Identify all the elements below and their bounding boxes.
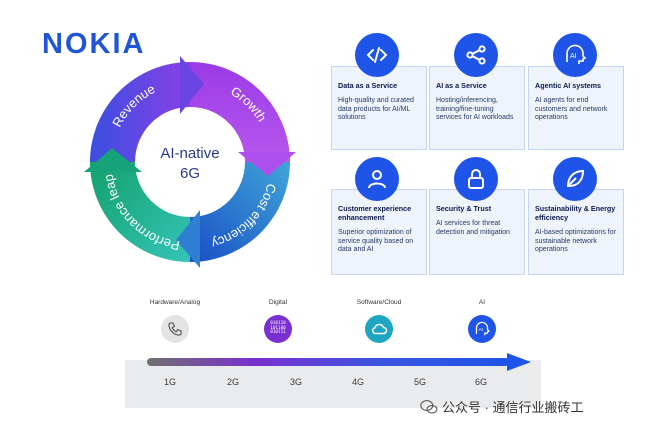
binary-icon: 010110 101100 010111: [264, 315, 292, 343]
generation-label-5g: 5G: [413, 377, 426, 387]
card-description: AI agents for end customers and network …: [535, 97, 608, 122]
performance-leap-segment: [90, 162, 190, 262]
card-data-as-a-service: Data as a Service High-quality and curat…: [331, 66, 427, 150]
card-title: Agentic AI systems: [535, 81, 602, 90]
card-title: AI as a Service: [436, 81, 487, 90]
wechat-icon: [420, 399, 438, 414]
card-description: AI services for threat detection and mit…: [436, 220, 510, 236]
cost-efficiency-segment: [190, 162, 290, 262]
era-label-digital: Digital: [268, 299, 288, 306]
center-title-line2: 6G: [180, 165, 200, 182]
cloud-icon: [365, 315, 393, 343]
card-title: Customer experience enhancement: [338, 204, 412, 222]
card-title: Security & Trust: [436, 204, 492, 213]
card-customer-experience: Customer experience enhancement Superior…: [331, 189, 427, 275]
generation-label-1g: 1G: [163, 377, 176, 387]
card-description: AI-based optimizations for sustainable n…: [535, 229, 616, 254]
generation-label-2g: 2G: [226, 377, 239, 387]
card-ai-as-a-service: AI as a Service Hosting/inferencing, tra…: [429, 66, 525, 150]
era-label-ai: AI: [478, 299, 486, 306]
era-label-software-cloud: Software/Cloud: [356, 299, 402, 306]
code-icon: [355, 33, 399, 77]
card-sustainability: Sustainability & Energy efficiency AI-ba…: [528, 189, 624, 275]
binary-line: 010111: [270, 330, 286, 336]
center-title-line1: AI-native: [160, 145, 219, 162]
lock-icon: [454, 157, 498, 201]
era-label-hardware-analog: Hardware/Analog: [149, 299, 201, 306]
phone-icon: [161, 315, 189, 343]
card-description: Superior optimization of service quality…: [338, 229, 414, 254]
leaf-icon: [553, 157, 597, 201]
binary-line: 101100: [270, 325, 286, 331]
growth-segment: [190, 62, 290, 162]
ai-native-cycle-diagram: Revenue Growth Cost efficiency Performan…: [84, 56, 296, 268]
card-agentic-ai-systems: Agentic AI systems AI agents for end cus…: [528, 66, 624, 150]
generation-label-4g: 4G: [351, 377, 364, 387]
watermark: 公众号 · 通信行业搬砖工: [420, 397, 584, 416]
generation-label-3g: 3G: [289, 377, 302, 387]
nokia-logo: NOKIA: [42, 28, 146, 60]
generation-label-6g: 6G: [474, 377, 487, 387]
svg-text:AI: AI: [570, 53, 577, 60]
card-title: Sustainability & Energy efficiency: [535, 204, 616, 222]
card-security-trust: Security & Trust AI services for threat …: [429, 189, 525, 275]
revenue-segment: [90, 62, 190, 162]
card-description: Hosting/inferencing, training/fine-tunin…: [436, 97, 514, 122]
card-description: High-quality and curated data products f…: [338, 97, 414, 122]
ai-head-icon: AI: [553, 33, 597, 77]
timeline-background: [125, 360, 541, 408]
share-icon: [454, 33, 498, 77]
ai-head-icon: AI: [468, 315, 496, 343]
svg-text:AI: AI: [479, 327, 484, 333]
watermark-text: 公众号 · 通信行业搬砖工: [442, 400, 584, 415]
person-icon: [355, 157, 399, 201]
binary-line: 010110: [270, 321, 286, 327]
card-title: Data as a Service: [338, 81, 398, 90]
generation-arrow: [147, 353, 531, 371]
